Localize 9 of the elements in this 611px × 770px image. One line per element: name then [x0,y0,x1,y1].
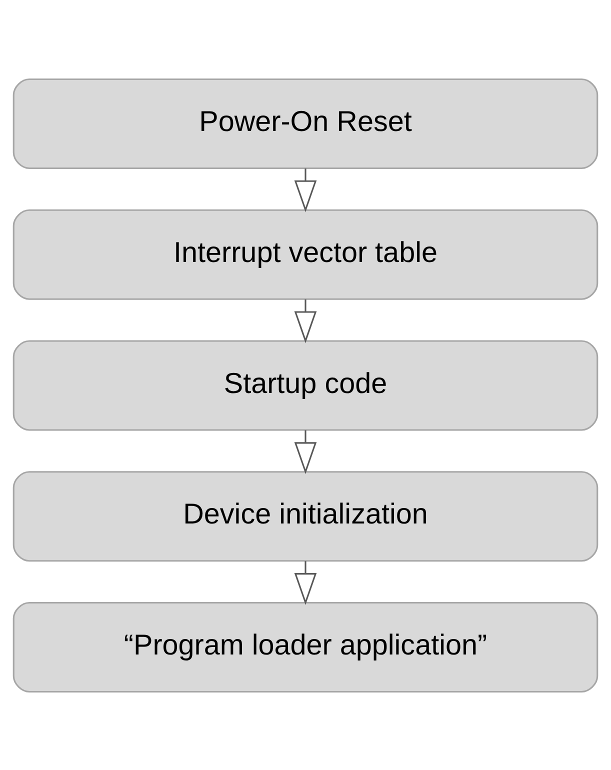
node-box: Interrupt vector table [12,208,598,300]
node-box: Startup code [12,340,598,430]
node-box: Device initialization [12,470,598,562]
node-box: Power-On Reset [12,78,598,169]
arrow [294,430,317,474]
arrow [294,298,317,343]
arrow [294,168,317,212]
node-box: “Program loader application” [12,601,598,692]
arrow [294,560,317,604]
